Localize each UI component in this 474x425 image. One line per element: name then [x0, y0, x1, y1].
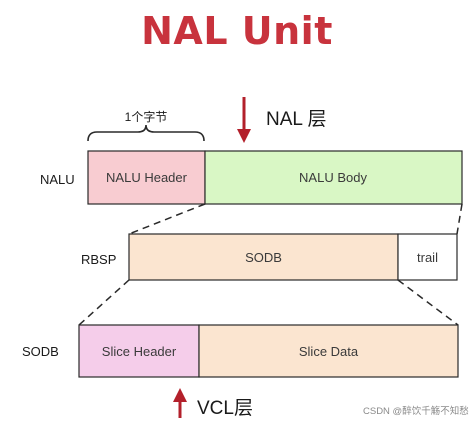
slice-data-label: Slice Data: [299, 344, 359, 359]
vcl-layer-arrow-icon: [173, 388, 187, 418]
nalu-header-label: NALU Header: [106, 170, 188, 185]
rbsp-sodb-box: [128, 233, 399, 281]
nalu-header-box: [87, 150, 206, 205]
connector-nalu-rbsp-left: [128, 203, 206, 235]
vcl-layer-label: VCL层: [197, 398, 253, 419]
connector-rbsp-sodb-right: [397, 279, 459, 326]
slice-header-box: [78, 324, 200, 378]
nal-layer-label: NAL 层: [266, 109, 327, 130]
slice-data-box: [198, 324, 459, 378]
diagram-title: NAL Unit: [141, 9, 333, 53]
nalu-body-box: [204, 150, 463, 205]
connector-nalu-rbsp-right: [456, 203, 463, 235]
connector-rbsp-sodb-left: [78, 279, 130, 326]
row-label-nalu: NALU: [40, 172, 75, 187]
csdn-watermark: CSDN @醉饮千觞不知愁: [363, 405, 469, 417]
rbsp-trail-label: trail: [417, 250, 438, 265]
byte-brace-icon: [87, 124, 205, 142]
slice-header-label: Slice Header: [102, 344, 177, 359]
nal-layer-arrow-icon: [237, 97, 251, 143]
rbsp-sodb-label: SODB: [245, 250, 282, 265]
nalu-body-label: NALU Body: [299, 170, 367, 185]
row-label-sodb: SODB: [22, 344, 59, 359]
brace-label: 1个字节: [125, 109, 168, 124]
rbsp-trail-box: [397, 233, 458, 281]
row-label-rbsp: RBSP: [81, 252, 116, 267]
